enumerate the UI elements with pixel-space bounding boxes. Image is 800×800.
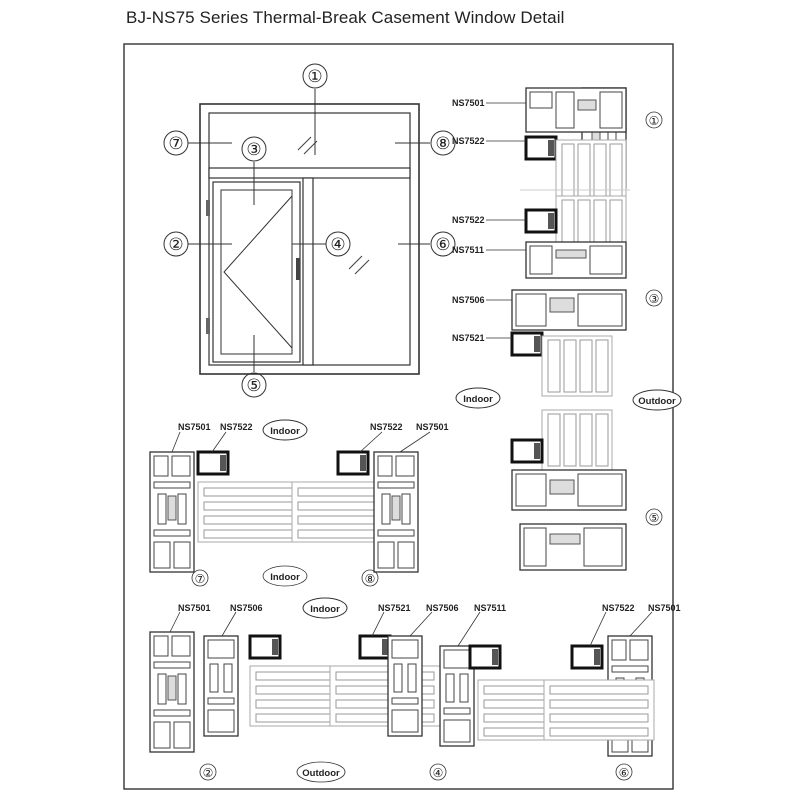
label-ns7511-s4: NS7511: [474, 603, 506, 613]
oval-indoor-bottom-top: Indoor: [310, 604, 340, 615]
elevation-callouts: [163, 63, 456, 398]
section-8-leaders: [359, 431, 431, 453]
section-number-5: ⑤: [649, 511, 660, 525]
label-ns7522-s7: NS7522: [220, 422, 253, 432]
section-number-6: ⑥: [619, 766, 630, 780]
callout-7: ⑦: [168, 134, 183, 154]
callout-1: ①: [307, 67, 322, 87]
oval-shapes-right: [455, 387, 682, 411]
oval-outdoor-bottom: Outdoor: [302, 768, 340, 779]
callout-3: ③: [246, 140, 261, 160]
section-number-2: ②: [203, 766, 214, 780]
section-number-4: ④: [433, 766, 444, 780]
label-ns7501-s7: NS7501: [178, 422, 211, 432]
window-elevation: [199, 103, 420, 375]
label-ns7506-s3: NS7506: [452, 295, 485, 305]
callout-6: ⑥: [435, 235, 450, 255]
label-ns7522-s1: NS7522: [452, 136, 485, 146]
label-ns7501-s1: NS7501: [452, 98, 485, 108]
section-number-1: ①: [649, 114, 660, 128]
label-ns7521-s3: NS7521: [452, 333, 485, 343]
section-number-8: ⑧: [365, 572, 376, 586]
section-1-drawing: [520, 87, 630, 201]
oval-indoor-mid-top: Indoor: [270, 426, 300, 437]
callout-5: ⑤: [246, 376, 261, 396]
bottom-row-circles: [199, 761, 633, 783]
section-3-drawing: [510, 195, 627, 397]
oval-outdoor-right: Outdoor: [638, 396, 676, 407]
sheet-border: [123, 43, 674, 790]
section-1-leaders: [486, 102, 663, 142]
section-6-leaders: [589, 611, 653, 647]
section-2-leaders: [169, 611, 237, 637]
section-number-7: ⑦: [195, 572, 206, 586]
section-5-drawing: [510, 409, 663, 571]
label-ns7522-s8: NS7522: [370, 422, 403, 432]
section-2-drawing: [149, 631, 361, 753]
page-title: BJ-NS75 Series Thermal-Break Casement Wi…: [126, 8, 565, 27]
elevation-callout-numbers: ① ⑦ ⑧ ③ ② ④ ⑥ ⑤: [168, 67, 450, 396]
oval-indoor-mid-top-shape: [262, 419, 308, 441]
section-3-leaders: [486, 219, 663, 339]
label-ns7501-s6: NS7501: [648, 603, 681, 613]
section-number-3: ③: [649, 292, 660, 306]
label-ns7522-s3: NS7522: [452, 215, 485, 225]
label-ns7506-s4: NS7506: [426, 603, 459, 613]
label-ns7522-s6: NS7522: [602, 603, 635, 613]
section-6-drawing: [543, 635, 655, 757]
section-4-leaders: [371, 611, 481, 647]
label-ns7521-s4: NS7521: [378, 603, 411, 613]
mid-row-circles: [191, 565, 379, 587]
oval-indoor-bottom-top-shape: [302, 597, 348, 619]
label-ns7501-s8: NS7501: [416, 422, 449, 432]
section-7-leaders: [171, 431, 227, 453]
oval-indoor-mid-bottom: Indoor: [270, 572, 300, 583]
section-7-drawing: [149, 450, 309, 573]
label-ns7506-s2: NS7506: [230, 603, 263, 613]
label-ns7511-s3: NS7511: [452, 245, 484, 255]
section-8-drawing: [291, 450, 419, 573]
callout-8: ⑧: [435, 134, 450, 154]
oval-indoor-right: Indoor: [463, 394, 493, 405]
label-ns7501-s2: NS7501: [178, 603, 211, 613]
callout-4: ④: [330, 235, 345, 255]
callout-2: ②: [168, 235, 183, 255]
